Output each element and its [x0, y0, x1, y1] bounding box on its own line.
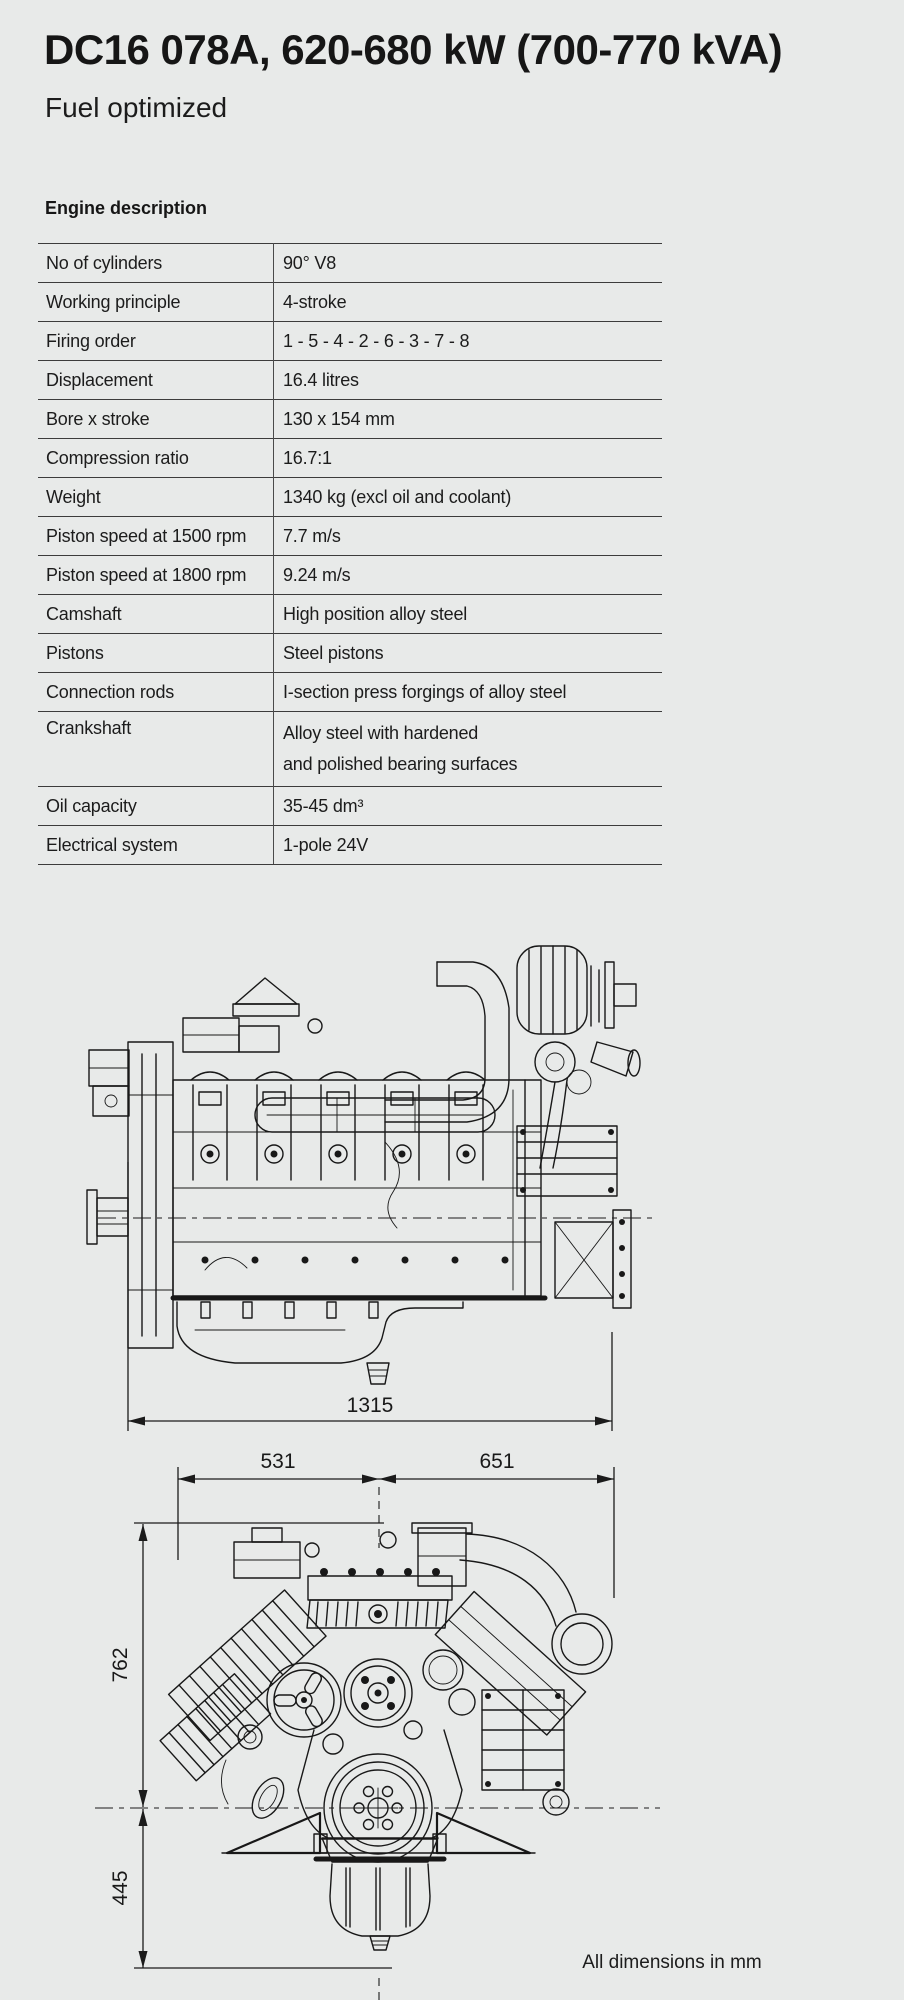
belt-pulleys	[237, 1649, 476, 1755]
engine-side-view-drawing	[86, 945, 641, 1385]
spec-table-divider	[273, 243, 274, 864]
spec-label: Connection rods	[46, 681, 175, 702]
spec-value: 4-stroke	[283, 291, 347, 312]
spec-row: Piston speed at 1500 rpm 7.7 m/s	[38, 516, 662, 555]
spec-label: Compression ratio	[46, 447, 189, 468]
spec-value: 9.24 m/s	[283, 564, 351, 585]
engine-mounts	[221, 1729, 536, 1855]
spec-value: 1-pole 24V	[283, 834, 369, 855]
turbocharger	[516, 945, 641, 1169]
spec-label: Electrical system	[46, 834, 178, 855]
engine-front-view-drawing	[159, 1522, 613, 1951]
spec-row: Oil capacity 35-45 dm³	[38, 786, 662, 825]
spec-label: Weight	[46, 486, 101, 507]
spec-value: High position alloy steel	[283, 603, 468, 624]
intake-elbow-top	[233, 1522, 473, 1587]
intake-manifold	[182, 961, 510, 1133]
spec-value: 7.7 m/s	[283, 525, 341, 546]
spec-row: Working principle 4-stroke	[38, 282, 662, 321]
spec-value: 35-45 dm³	[283, 795, 364, 816]
engine-block-side	[172, 1071, 542, 1297]
cooler-and-mount	[516, 1125, 632, 1309]
spec-row: Weight 1340 kg (excl oil and coolant)	[38, 477, 662, 516]
spec-value: 1340 kg (excl oil and coolant)	[283, 486, 512, 507]
oil-pan-side	[170, 1295, 548, 1385]
spec-row: Pistons Steel pistons	[38, 633, 662, 672]
spec-value: Alloy steel with hardened and polished b…	[283, 723, 518, 774]
page-title: DC16 078A, 620-680 kW (700-770 kVA)	[44, 26, 783, 73]
right-cylinder-bank	[434, 1590, 587, 1816]
spec-row: Connection rods I-section press forgings …	[38, 672, 662, 711]
spec-label: Bore x stroke	[46, 408, 150, 429]
spec-value: Steel pistons	[283, 642, 384, 663]
spec-value: 1 - 5 - 4 - 2 - 6 - 3 - 7 - 8	[283, 330, 470, 351]
spec-label: Crankshaft	[46, 718, 132, 738]
oil-pan-front	[313, 1837, 447, 1951]
valve-cover-front	[306, 1568, 453, 1629]
spec-label: Working principle	[46, 291, 181, 312]
dimensions-note: All dimensions in mm	[582, 1952, 762, 1973]
spec-row: Electrical system 1-pole 24V	[38, 825, 662, 864]
crankshaft-damper	[323, 1753, 433, 1863]
spec-label: Piston speed at 1500 rpm	[46, 525, 247, 546]
spec-row: Crankshaft Alloy steel with hardened and …	[38, 711, 662, 786]
spec-row: No of cylinders 90° V8	[38, 243, 662, 282]
spec-row: Camshaft High position alloy steel	[38, 594, 662, 633]
dim-label-front-width-left: 531	[260, 1450, 296, 1473]
spec-label: No of cylinders	[46, 252, 163, 273]
page-subtitle: Fuel optimized	[45, 92, 228, 123]
spec-value: 16.7:1	[283, 447, 332, 468]
dim-label-front-width-right: 651	[479, 1450, 515, 1473]
spec-value: 90° V8	[283, 252, 337, 273]
spec-row: Firing order 1 - 5 - 4 - 2 - 6 - 3 - 7 - …	[38, 321, 662, 360]
spec-label: Oil capacity	[46, 795, 137, 816]
spec-row: Displacement 16.4 litres	[38, 360, 662, 399]
spec-value: I-section press forgings of alloy steel	[283, 681, 567, 702]
dim-label-height-above-crank: 762	[109, 1647, 132, 1683]
engine-description-heading: Engine description	[45, 198, 208, 218]
spec-label: Piston speed at 1800 rpm	[46, 564, 247, 585]
engine-spec-table: No of cylinders 90° V8 Working principle 4…	[38, 243, 662, 865]
dim-label-overall-length: 1315	[346, 1394, 394, 1417]
dim-label-height-below-crank: 445	[109, 1870, 132, 1906]
spec-value: 130 x 154 mm	[283, 408, 395, 429]
spec-label: Firing order	[46, 330, 136, 351]
spec-row: Bore x stroke 130 x 154 mm	[38, 399, 662, 438]
intake-hose	[459, 1533, 613, 1675]
spec-label: Pistons	[46, 642, 104, 663]
spec-label: Camshaft	[46, 603, 122, 624]
spec-row: Piston speed at 1800 rpm 9.24 m/s	[38, 555, 662, 594]
spec-value: 16.4 litres	[283, 369, 359, 390]
left-cylinder-bank	[159, 1589, 327, 1819]
spec-row: Compression ratio 16.7:1	[38, 438, 662, 477]
flywheel-housing	[86, 1041, 174, 1349]
spec-label: Displacement	[46, 369, 153, 390]
